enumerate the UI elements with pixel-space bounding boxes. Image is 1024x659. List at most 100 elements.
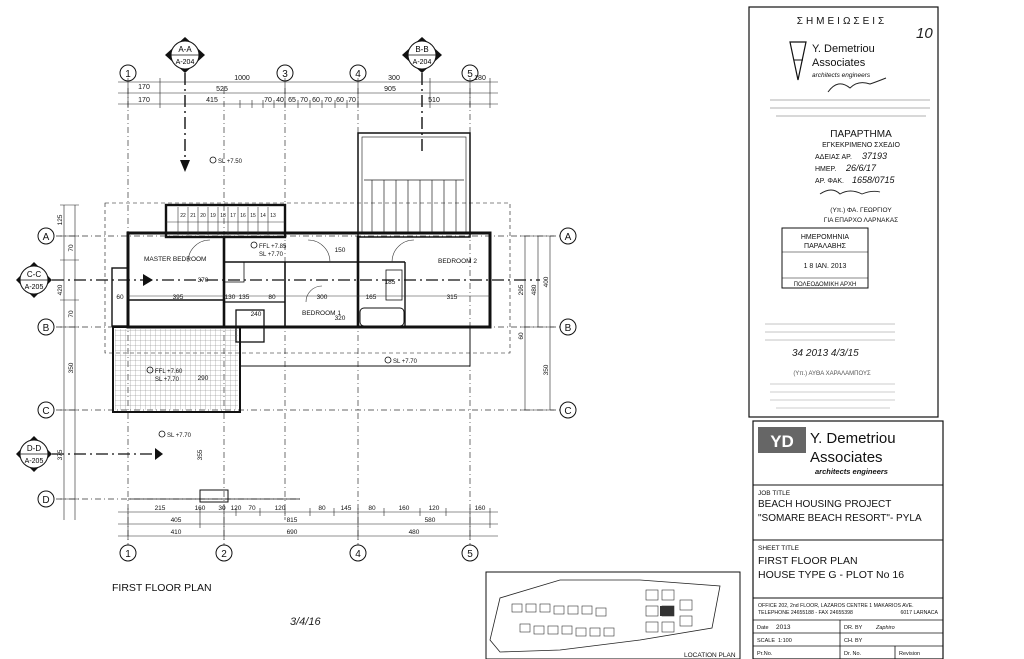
drawn-by-label: DR. BY xyxy=(844,625,863,631)
job-title-label: JOB TITLE xyxy=(758,490,791,497)
receipt-authority: ΠΟΛΕΟΔΟΜΙΚΗ ΑΡΧΗ xyxy=(794,282,857,288)
step-19: 19 xyxy=(210,213,216,219)
receipt-title1: ΗΜΕΡΟΜΗΝΙΑ xyxy=(801,234,850,241)
approval-date-value: 26/6/17 xyxy=(845,163,877,173)
dim-top-170: 170 xyxy=(138,84,150,91)
dim-bot-30: 30 xyxy=(218,505,226,512)
grid-label-3-top: 3 xyxy=(282,69,288,80)
approval-signer-role: ΓΙΑ ΕΠΑΡΧΟ ΛΑΡΝΑΚΑΣ xyxy=(824,217,898,224)
grid-label-b-left: B xyxy=(43,323,50,334)
dim-top3-60a: 60 xyxy=(312,97,320,104)
approval-file-value: 1658/0715 xyxy=(852,175,896,185)
bottom-dimensions xyxy=(118,508,498,540)
dim-int-185: 185 xyxy=(385,279,396,286)
dim-bot-160a: 160 xyxy=(195,505,206,512)
firm-logo-badge xyxy=(758,427,806,453)
balcony-railing xyxy=(364,179,464,232)
dim-left-350: 350 xyxy=(68,362,75,373)
dim-int-395: 395 xyxy=(173,294,184,301)
dim-bot-480: 480 xyxy=(409,529,420,536)
approval-stamp-title: ΠΑΡΑΡΤΗΜΑ xyxy=(830,129,892,140)
dim-bot-160c: 160 xyxy=(475,505,486,512)
dim-bot-580: 580 xyxy=(425,517,436,524)
grid-label-5-bottom: 5 xyxy=(467,549,473,560)
dim-bot-215: 215 xyxy=(155,505,166,512)
dim-bot-405: 405 xyxy=(171,517,182,524)
dim-bot-815: 815 xyxy=(287,517,298,524)
grid-label-4-bottom: 4 xyxy=(355,549,361,560)
step-15: 15 xyxy=(250,213,256,219)
interior-dimensions: 395 300 315 60 130 135 80 165 370 240 15… xyxy=(116,247,490,382)
office-address-3: 6017 LARNACA xyxy=(901,610,939,616)
top-dimension-text: 170 1000 300 180 525 905 170 415 70 40 6… xyxy=(138,75,486,104)
firm-stamp-name2: Associates xyxy=(812,57,866,69)
door-swings xyxy=(187,239,415,303)
dim-right-350: 350 xyxy=(543,364,550,375)
dim-top3-60b: 60 xyxy=(336,97,344,104)
step-14: 14 xyxy=(260,213,266,219)
top-dimensions xyxy=(118,78,498,108)
level-sl-right: SL +7.70 xyxy=(393,359,418,365)
dim-bot-410: 410 xyxy=(171,529,182,536)
scale-value: 1:100 xyxy=(778,638,792,644)
dim-left-355: 355 xyxy=(197,449,204,460)
project-number-label: Pr.No. xyxy=(757,651,773,657)
grid-bubbles-bottom xyxy=(119,544,479,562)
grid-label-1-bottom: 1 xyxy=(125,549,131,560)
dim-right-60: 60 xyxy=(518,332,525,340)
firm-stamp-tagline: architects engineers xyxy=(812,72,871,79)
faded-stamp-signer: (Υπ.) ΑΥΘΑ ΧΑΡΑΛΑΜΠΟΥΣ xyxy=(793,371,871,377)
dim-top-300: 300 xyxy=(388,75,400,82)
step-20: 20 xyxy=(200,213,206,219)
dim-bot-120b: 120 xyxy=(275,505,286,512)
dim-top-525: 525 xyxy=(216,86,228,93)
office-address-1: OFFICE 202, 2nd FLOOR, LAZAROS CENTRE 1 … xyxy=(758,603,914,609)
approval-stamp-subtitle: ΕΓΚΕΚΡΙΜΕΝΟ ΣΧΕΔΙΟ xyxy=(822,142,900,149)
firm-tagline: architects engineers xyxy=(815,467,888,476)
level-markers: SL +7.50 FFL +7.85 SL +7.70 SL +7.70 FFL… xyxy=(146,156,418,439)
level-sl-lower: SL +7.70 xyxy=(167,433,192,439)
dim-bot-690: 690 xyxy=(287,529,298,536)
approval-file-label: ΑΡ. ΦΑΚ. xyxy=(815,178,844,185)
dim-left-70a: 70 xyxy=(68,244,75,252)
grid-label-4-top: 4 xyxy=(355,69,361,80)
step-17: 17 xyxy=(230,213,236,219)
revision-label: Revision xyxy=(899,651,920,657)
grid-label-1-top: 1 xyxy=(125,69,131,80)
building-walls xyxy=(104,132,511,503)
dim-int-60: 60 xyxy=(116,294,124,301)
dim-top3-40: 40 xyxy=(276,97,284,104)
grid-bubbles-right xyxy=(559,227,577,419)
level-sl-hall: SL +7.70 xyxy=(259,252,284,258)
sheet-title-line1: FIRST FLOOR PLAN xyxy=(758,555,858,567)
dim-bot-145: 145 xyxy=(341,505,352,512)
step-13: 13 xyxy=(270,213,276,219)
grid-label-c-left: C xyxy=(42,406,49,417)
section-marker-cc: C-C A-205 xyxy=(16,262,540,298)
step-21: 21 xyxy=(190,213,196,219)
left-dimensions xyxy=(60,204,79,520)
location-plan: LOCATION PLAN xyxy=(485,571,741,659)
approval-date-label: ΗΜΕΡ. xyxy=(815,166,836,173)
date-value: 2013 xyxy=(776,624,791,631)
section-bb-sheet: A-204 xyxy=(413,59,432,66)
dim-bot-120c: 120 xyxy=(429,505,440,512)
dim-top3-170: 170 xyxy=(138,97,150,104)
dim-bot-80b: 80 xyxy=(368,505,376,512)
dim-top3-70c: 70 xyxy=(324,97,332,104)
receipt-date: 1 8 ΙΑΝ. 2013 xyxy=(804,263,847,270)
step-18: 18 xyxy=(220,213,226,219)
grid-bubbles-left xyxy=(37,227,55,508)
level-ffl-terrace: FFL +7.60 xyxy=(155,369,183,375)
date-label: Date xyxy=(757,625,769,631)
dim-bot-120a: 120 xyxy=(231,505,242,512)
dim-right-480: 480 xyxy=(531,284,538,295)
drawn-by-value: Zaphiro xyxy=(875,625,895,631)
receipt-stamp: ΗΜΕΡΟΜΗΝΙΑ ΠΑΡΑΛΑΒΗΣ 1 8 ΙΑΝ. 2013 ΠΟΛΕΟ… xyxy=(781,227,869,289)
dim-int-165: 165 xyxy=(366,294,377,301)
dim-top3-415: 415 xyxy=(206,97,218,104)
dim-left-70b: 70 xyxy=(68,310,75,318)
page-number-handwritten: 10 xyxy=(916,25,933,42)
dim-int-315: 315 xyxy=(447,294,458,301)
room-label-master-bedroom: MASTER BEDROOM xyxy=(144,256,206,263)
